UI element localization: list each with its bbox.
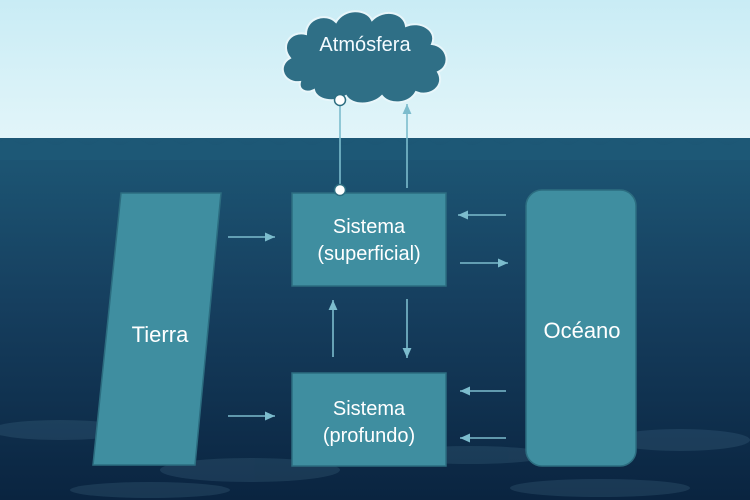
water-surface	[0, 139, 750, 160]
earth-block	[92, 192, 222, 466]
connector-end-bottom	[333, 183, 347, 197]
atmosphere-cloud	[281, 10, 448, 105]
surface-system-box	[291, 192, 447, 287]
connector-end-top	[333, 93, 347, 107]
deep-system-box	[291, 372, 447, 467]
ocean-box	[525, 189, 637, 467]
